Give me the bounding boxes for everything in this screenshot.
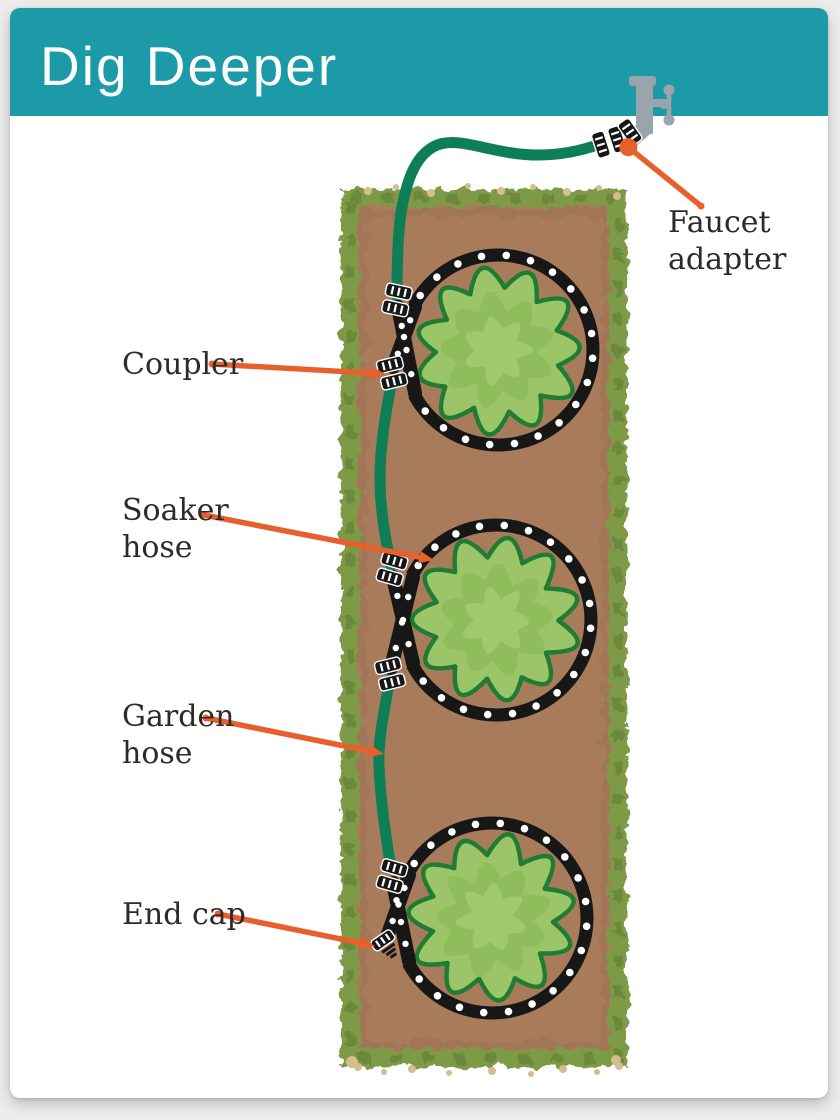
- hedge-speck: [446, 1070, 452, 1076]
- label-line: Coupler: [122, 347, 244, 382]
- soaker-hose-rings: [381, 248, 600, 1020]
- hedge-speck: [488, 1067, 496, 1075]
- label-line: Faucet: [668, 205, 771, 240]
- hedge-speck: [611, 1055, 621, 1065]
- hedge-speck: [346, 1056, 358, 1068]
- coupler-fitting: [375, 858, 409, 894]
- label-line: End cap: [122, 897, 246, 932]
- coupler-fitting: [381, 282, 413, 318]
- label-line: Soaker: [122, 493, 229, 528]
- hedge-border: [341, 189, 627, 1067]
- faucet-adapter-fitting: [617, 118, 643, 146]
- hedge-speck: [563, 188, 571, 196]
- hedge-speck: [393, 184, 399, 190]
- hedge-speck: [364, 187, 372, 195]
- plants: [406, 265, 582, 1003]
- hedge-speck: [381, 1069, 387, 1075]
- garden-bed: [341, 183, 627, 1077]
- label-line: Garden: [122, 699, 235, 734]
- hedge-speck: [528, 1071, 534, 1077]
- garden-hose: [373, 137, 606, 875]
- header-bar: Dig Deeper: [10, 8, 828, 116]
- label-line: hose: [122, 530, 193, 565]
- hedge-speck: [465, 183, 471, 189]
- plant-1: [416, 265, 582, 437]
- hedge-speck: [354, 1063, 362, 1071]
- coupler-fitting: [373, 656, 407, 692]
- leader-arrow-soaker-hose: [200, 511, 434, 564]
- plant-3: [406, 832, 576, 1003]
- faucet-adapter-fitting: [590, 125, 628, 159]
- hedge-speck: [427, 189, 435, 197]
- soaker-hose-ring-3: [381, 816, 594, 1020]
- label-faucet-adapter: Faucet adapter: [668, 204, 786, 278]
- end-cap-fitting: [370, 929, 398, 959]
- hedge-speck: [596, 185, 602, 191]
- hedge-speck: [615, 1062, 623, 1070]
- soaker-hose-ring-1: [386, 248, 600, 452]
- label-end-cap: End cap: [122, 896, 246, 933]
- infographic-card: Dig Deeper Faucet: [10, 8, 828, 1098]
- plant-2: [409, 535, 580, 703]
- hedge-speck: [497, 187, 505, 195]
- coupler-fitting: [375, 551, 409, 587]
- garden-hose-segment: [373, 673, 397, 875]
- leader-arrow-faucet-adapter: [619, 138, 705, 210]
- page-title: Dig Deeper: [40, 35, 339, 97]
- soil-edge-shading: [357, 207, 611, 1051]
- hedge-speck: [594, 1069, 600, 1075]
- hedge-speck: [613, 192, 621, 200]
- hedge-speck: [559, 1065, 567, 1073]
- label-coupler: Coupler: [122, 346, 243, 383]
- label-garden-hose: Garden hose: [122, 698, 234, 772]
- leader-arrows: [200, 138, 705, 950]
- garden-hose-segment: [391, 137, 606, 302]
- label-line: adapter: [668, 242, 787, 277]
- soil: [352, 201, 616, 1057]
- hedge-speck: [408, 1065, 416, 1073]
- coupler-fitting: [375, 355, 409, 391]
- label-line: hose: [122, 736, 193, 771]
- label-soaker-hose: Soaker hose: [122, 492, 229, 566]
- soaker-hose-ring-2: [384, 518, 598, 722]
- garden-hose-segment: [374, 374, 398, 572]
- hedge-speck: [530, 184, 536, 190]
- hose-fittings: [370, 118, 643, 959]
